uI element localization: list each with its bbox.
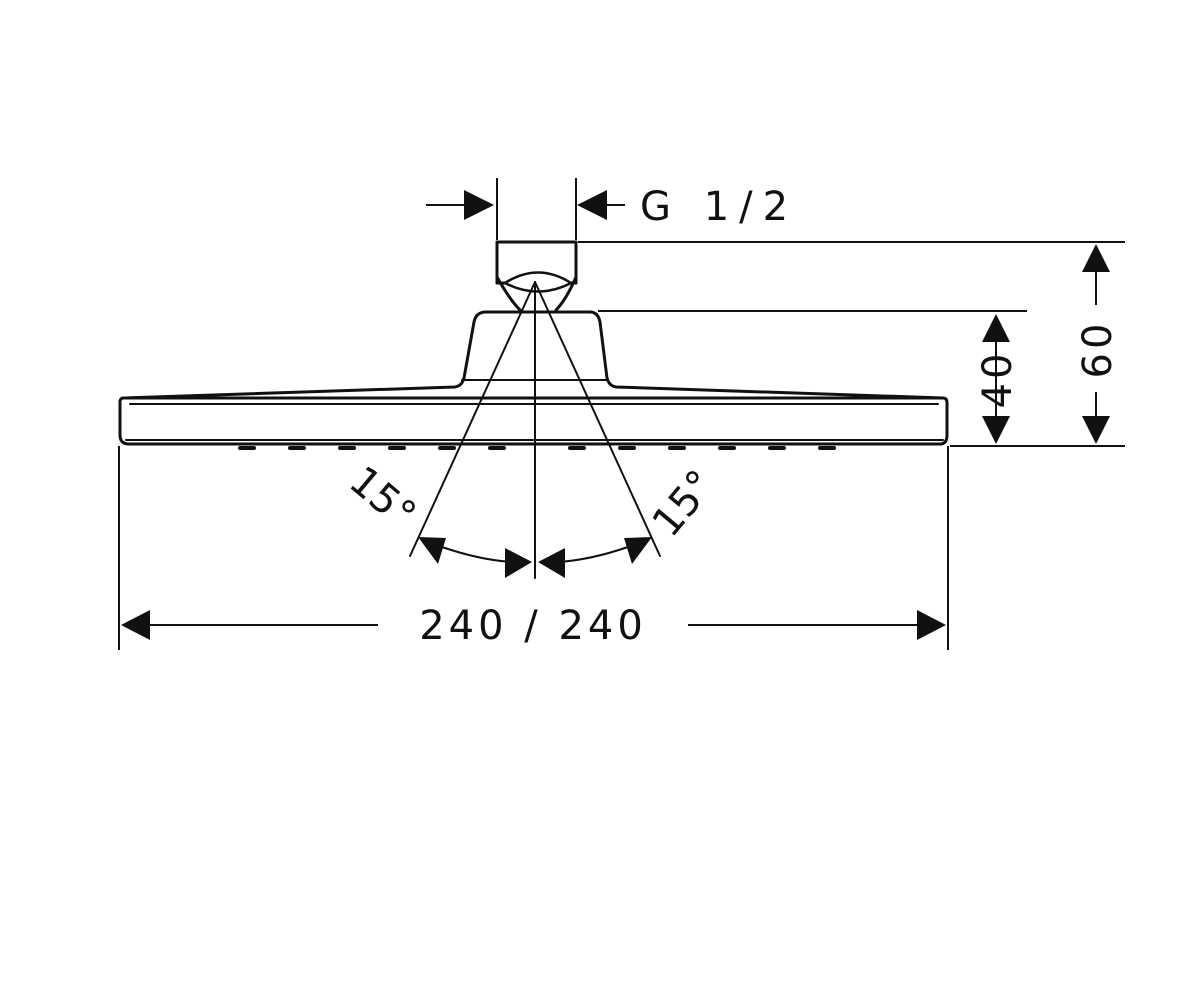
angle-arc-right (557, 546, 629, 563)
dim40-arrow-top (982, 314, 1010, 342)
angle-arc-left (441, 546, 513, 563)
thread-arrow-right (577, 190, 607, 220)
width-label: 240 / 240 (419, 603, 647, 649)
angle-right-label: 15° (644, 462, 725, 546)
connector-nut (495, 240, 578, 285)
thread-arrow-left (464, 190, 494, 220)
angle-arrow-right-outer (624, 537, 652, 564)
thread-label: G 1/2 (640, 184, 798, 230)
dim60-arrow-bottom (1082, 416, 1110, 444)
ball-joint (495, 275, 578, 312)
height-40-label: 40 (975, 350, 1021, 409)
angle-left-label: 15° (340, 458, 424, 539)
height-60-label: 60 (1075, 320, 1121, 379)
angle-arrow-left-inner (505, 548, 532, 578)
dim60-arrow-top (1082, 244, 1110, 272)
width-arrow-left (121, 610, 150, 640)
angle-arrow-left-outer (418, 537, 446, 564)
width-arrow-right (917, 610, 946, 640)
shower-body (121, 310, 945, 400)
dim40-arrow-bottom (982, 416, 1010, 444)
spray-line-left (409, 281, 536, 557)
spray-line-right (534, 281, 661, 557)
angle-arrow-right-inner (538, 548, 565, 578)
shower-head-outline (118, 240, 949, 450)
shower-plate (118, 396, 949, 446)
